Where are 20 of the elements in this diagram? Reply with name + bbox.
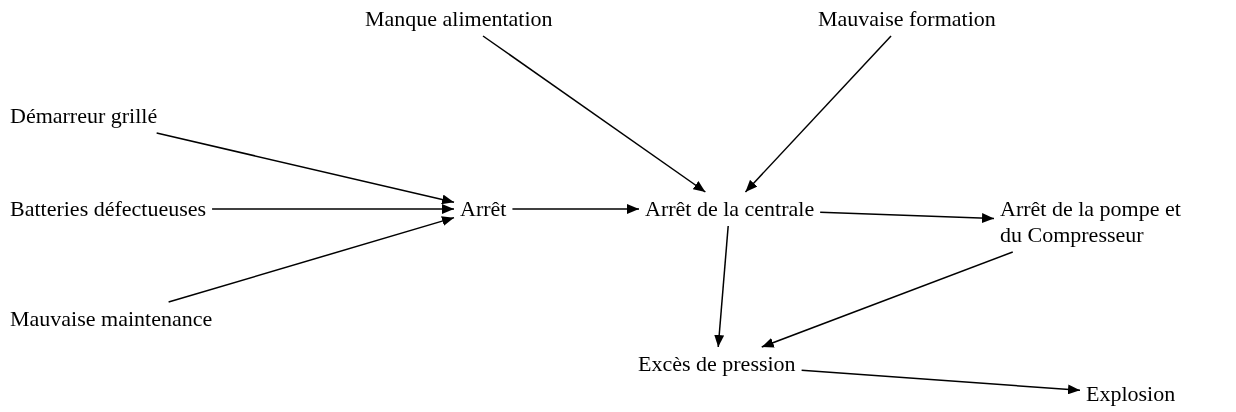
node-label: Excès de pression	[638, 351, 796, 377]
arrow	[167, 216, 455, 303]
node-label: Mauvaise maintenance	[10, 306, 213, 332]
arrow	[211, 204, 455, 214]
arrow	[819, 211, 995, 224]
arrow	[155, 132, 455, 205]
arrow	[714, 225, 729, 348]
arrow	[744, 35, 892, 193]
node-label: Démarreur grillé	[10, 103, 158, 129]
node-label: Mauvaise formation	[818, 6, 996, 32]
node-label: Explosion	[1086, 381, 1176, 407]
node-label: Batteries défectueuses	[10, 196, 207, 222]
node-label: Manque alimentation	[365, 6, 553, 32]
node-label: Arrêt de la pompe et du Compresseur	[1000, 196, 1184, 248]
arrow	[511, 204, 640, 214]
node-label: Arrêt	[460, 196, 507, 222]
arrow	[761, 251, 1014, 348]
arrow	[800, 369, 1081, 395]
arrow	[482, 35, 707, 193]
node-label: Arrêt de la centrale	[645, 196, 815, 222]
